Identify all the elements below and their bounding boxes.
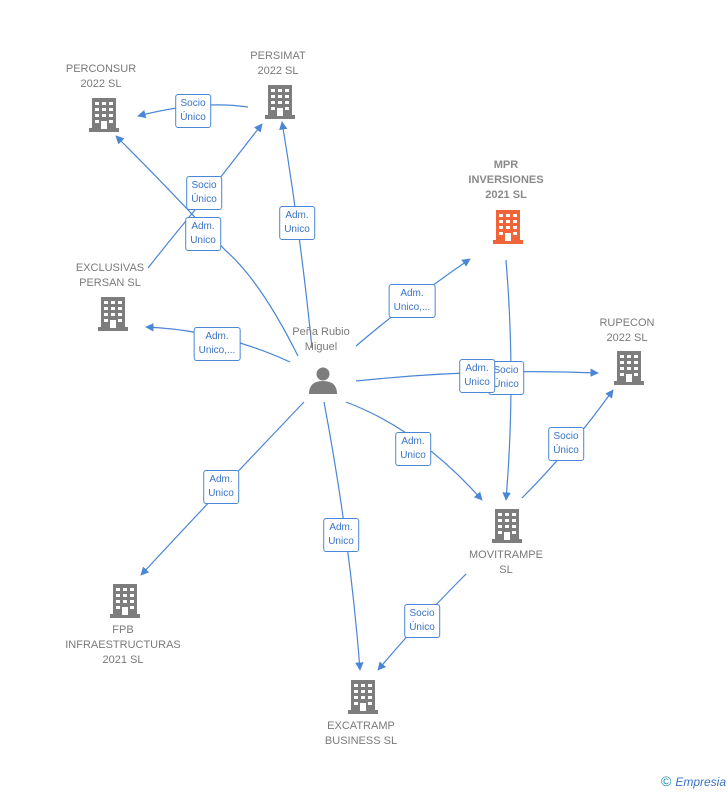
building-icon-rupecon[interactable] [614, 351, 644, 385]
person-icon[interactable] [309, 367, 337, 395]
edge-label-person-rupecon: Adm. Unico [459, 359, 495, 393]
company-label-movitrampe[interactable]: MOVITRAMPE SL [469, 549, 543, 576]
building-icon-excatramp[interactable] [348, 680, 378, 714]
company-label-mpr[interactable]: MPR INVERSIONES 2021 SL [468, 159, 544, 201]
building-icon-mpr[interactable] [493, 210, 523, 244]
company-label-excatramp[interactable]: EXCATRAMP BUSINESS SL [324, 720, 398, 747]
edge-label-persimat-perconsur: Socio Único [175, 94, 211, 128]
building-icon-exclusivas[interactable] [98, 297, 128, 331]
brand-name: Empresia [675, 775, 726, 789]
edge-label-person-perconsur: Adm. Unico [185, 217, 221, 251]
edge-label-person-fpb: Adm. Unico [203, 470, 239, 504]
edge-label-person-exclusivas: Adm. Unico,... [193, 327, 241, 361]
edge-label-movitrampe-rupecon: Socio Único [548, 427, 584, 461]
building-icon-fpb[interactable] [110, 584, 140, 618]
edge-label-person-excatramp: Adm. Unico [323, 518, 359, 552]
footer-brand[interactable]: ©Empresia [661, 773, 726, 789]
building-icon-perconsur[interactable] [89, 98, 119, 132]
edge-label-exclusivas-persimat: Socio Único [186, 176, 222, 210]
building-icon-persimat[interactable] [265, 85, 295, 119]
edge-exclusivas-persimat [147, 123, 263, 269]
edge-person-perconsur [115, 135, 299, 357]
edge-label-movitrampe-excatramp: Socio Único [404, 604, 440, 638]
building-icon-movitrampe[interactable] [492, 509, 522, 543]
copyright-icon: © [660, 773, 672, 789]
company-label-persimat[interactable]: PERSIMAT 2022 SL [250, 50, 306, 77]
company-label-rupecon[interactable]: RUPECON 2022 SL [599, 317, 655, 344]
edge-label-person-mpr: Adm. Unico,... [388, 284, 436, 318]
person-label[interactable]: Peña Rubio Miguel [292, 326, 350, 353]
company-label-perconsur[interactable]: PERCONSUR 2022 SL [65, 63, 137, 90]
edge-label-person-persimat: Adm. Unico [279, 206, 315, 240]
edge-label-person-movitrampe: Adm. Unico [395, 432, 431, 466]
company-label-fpb[interactable]: FPB INFRAESTRUCTURAS 2021 SL [65, 624, 181, 666]
company-label-exclusivas[interactable]: EXCLUSIVAS PERSAN SL [75, 262, 145, 289]
